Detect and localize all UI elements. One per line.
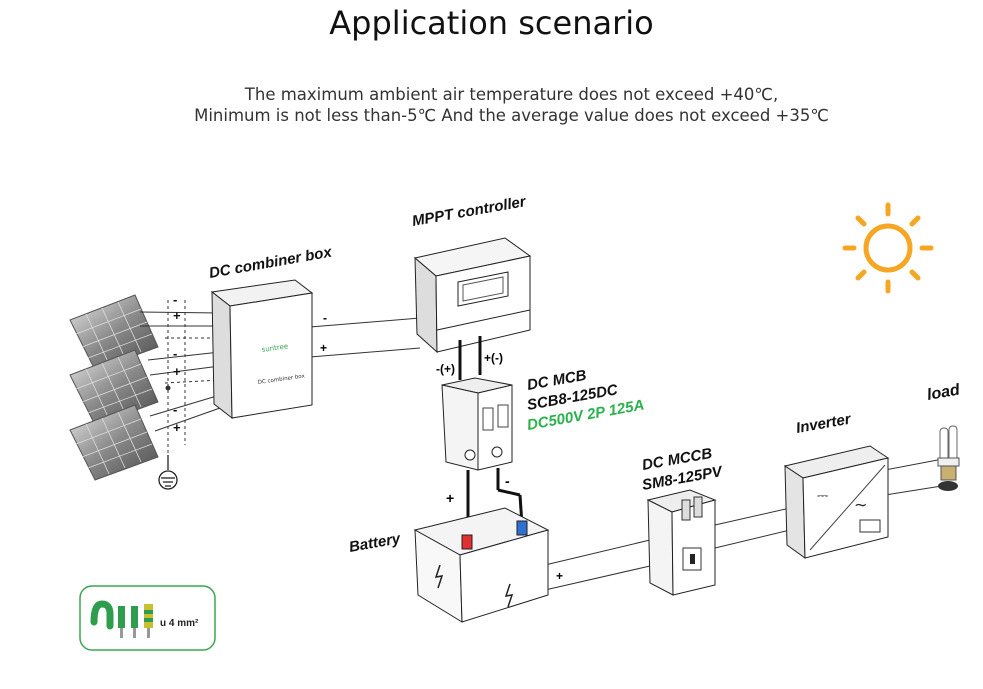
- dc-mcb: [441, 377, 513, 471]
- wire-icon: [90, 600, 153, 638]
- cfl-bulb-icon: [937, 425, 960, 491]
- subtitle-line-2: Minimum is not less than-5℃ And the aver…: [194, 106, 829, 125]
- panel3-plus: +: [173, 420, 181, 435]
- wire-size-legend: u 4 mm²: [79, 585, 216, 651]
- panel1-plus: +: [173, 308, 181, 323]
- battery-cable-minus: -: [505, 473, 510, 489]
- panel-wires: [139, 300, 221, 465]
- mppt-terminal-neg: -(+): [436, 362, 455, 376]
- inverter-label: Inverter: [795, 410, 853, 436]
- svg-text:⎓: ⎓: [817, 488, 828, 504]
- main-bus-wires: [309, 317, 949, 591]
- panel2-plus: +: [173, 364, 181, 379]
- battery-cable-plus: +: [446, 490, 454, 506]
- mppt-controller: [413, 237, 532, 354]
- solar-panel-3: [69, 404, 159, 481]
- wire-size-text: u 4 mm²: [160, 618, 199, 629]
- page-title: Application scenario: [329, 4, 654, 42]
- panel-polarity-marks: - + - + - +: [173, 292, 181, 435]
- inverter: ⎓ ∼: [783, 445, 890, 559]
- combiner-brand: suntree: [261, 342, 288, 354]
- dc-combiner-box: suntree DC combiner box: [210, 279, 314, 420]
- panel3-minus: -: [173, 402, 177, 417]
- dc-combiner-box-label: DC combiner box: [208, 244, 334, 282]
- svg-text:∼: ∼: [854, 495, 867, 514]
- subtitle-line-1: The maximum ambient air temperature does…: [244, 85, 779, 104]
- mppt-controller-label: MPPT controller: [411, 193, 528, 230]
- combiner-out-minus: -: [323, 311, 327, 325]
- ground-icon: [158, 455, 178, 490]
- combiner-out-plus: +: [320, 341, 327, 355]
- battery-label: Battery: [348, 530, 403, 556]
- load-label: load: [926, 381, 963, 404]
- sun-icon: [842, 202, 934, 294]
- panel2-minus: -: [173, 346, 177, 361]
- battery-out-plus: +: [556, 569, 563, 583]
- mppt-terminal-pos: +(-): [484, 351, 503, 365]
- junction-dot: [165, 385, 171, 391]
- battery: [413, 507, 550, 623]
- panel1-minus: -: [173, 292, 177, 307]
- dc-mccb: [646, 489, 717, 596]
